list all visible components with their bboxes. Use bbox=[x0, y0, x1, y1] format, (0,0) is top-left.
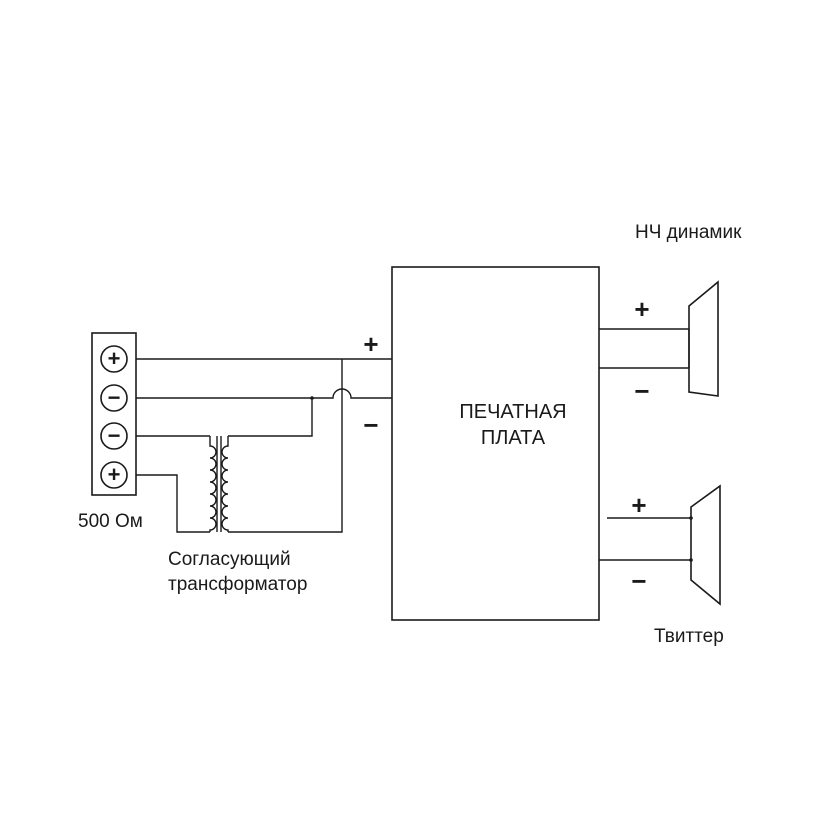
tweeter-label: Твиттер bbox=[654, 626, 724, 647]
input-wiring bbox=[136, 358, 392, 533]
terminal-3-sign: − bbox=[108, 423, 121, 448]
tweeter-terminal-dot-2 bbox=[689, 558, 693, 562]
woofer-icon bbox=[688, 280, 719, 397]
terminal-1-circle bbox=[100, 345, 128, 373]
primary-coil bbox=[209, 436, 217, 532]
terminal-2-sign: − bbox=[108, 385, 121, 410]
terminal-4-sign: + bbox=[108, 462, 121, 487]
pcb-input-plus-sign: + bbox=[363, 329, 378, 359]
pcb-input-minus-sign: − bbox=[363, 410, 378, 440]
transformer-label-line1: Согласующий bbox=[168, 549, 291, 570]
terminal-block-label: 500 Ом bbox=[78, 511, 143, 532]
terminal-block-frame bbox=[91, 332, 137, 496]
pcb-label-line2: ПЛАТА bbox=[481, 427, 546, 449]
terminal-block: + − − + bbox=[91, 332, 137, 496]
terminal-1: + bbox=[100, 345, 128, 373]
transformer-label-line2: трансформатор bbox=[168, 574, 307, 595]
woofer-plus-sign: + bbox=[634, 294, 649, 324]
tweeter-minus-sign: − bbox=[631, 566, 646, 596]
wire-minus-input bbox=[136, 388, 392, 399]
pcb-box: ПЕЧАТНАЯ ПЛАТА bbox=[391, 266, 600, 621]
woofer-minus-sign: − bbox=[634, 376, 649, 406]
terminal-4-circle bbox=[100, 461, 128, 489]
woofer-label: НЧ динамик bbox=[635, 222, 742, 243]
terminal-4: + bbox=[100, 461, 128, 489]
matching-transformer bbox=[209, 436, 229, 532]
terminal-2: − bbox=[100, 384, 128, 412]
terminal-3-circle bbox=[100, 422, 128, 450]
junction-dot bbox=[310, 396, 314, 400]
tweeter-speaker bbox=[599, 484, 721, 606]
pcb-label-line1: ПЕЧАТНАЯ bbox=[459, 401, 566, 423]
tweeter-plus-sign: + bbox=[631, 490, 646, 520]
pcb-frame bbox=[391, 266, 600, 621]
secondary-coil bbox=[221, 436, 229, 532]
tweeter-terminal-dot-1 bbox=[689, 516, 693, 520]
wire-secondary-top bbox=[228, 398, 313, 437]
tweeter-icon bbox=[690, 484, 721, 606]
woofer-speaker bbox=[599, 280, 719, 397]
terminal-2-circle bbox=[100, 384, 128, 412]
terminal-1-sign: + bbox=[108, 346, 121, 371]
terminal-3: − bbox=[100, 422, 128, 450]
wire-secondary-bottom bbox=[228, 359, 343, 533]
wire-terminal-4 bbox=[136, 474, 210, 533]
